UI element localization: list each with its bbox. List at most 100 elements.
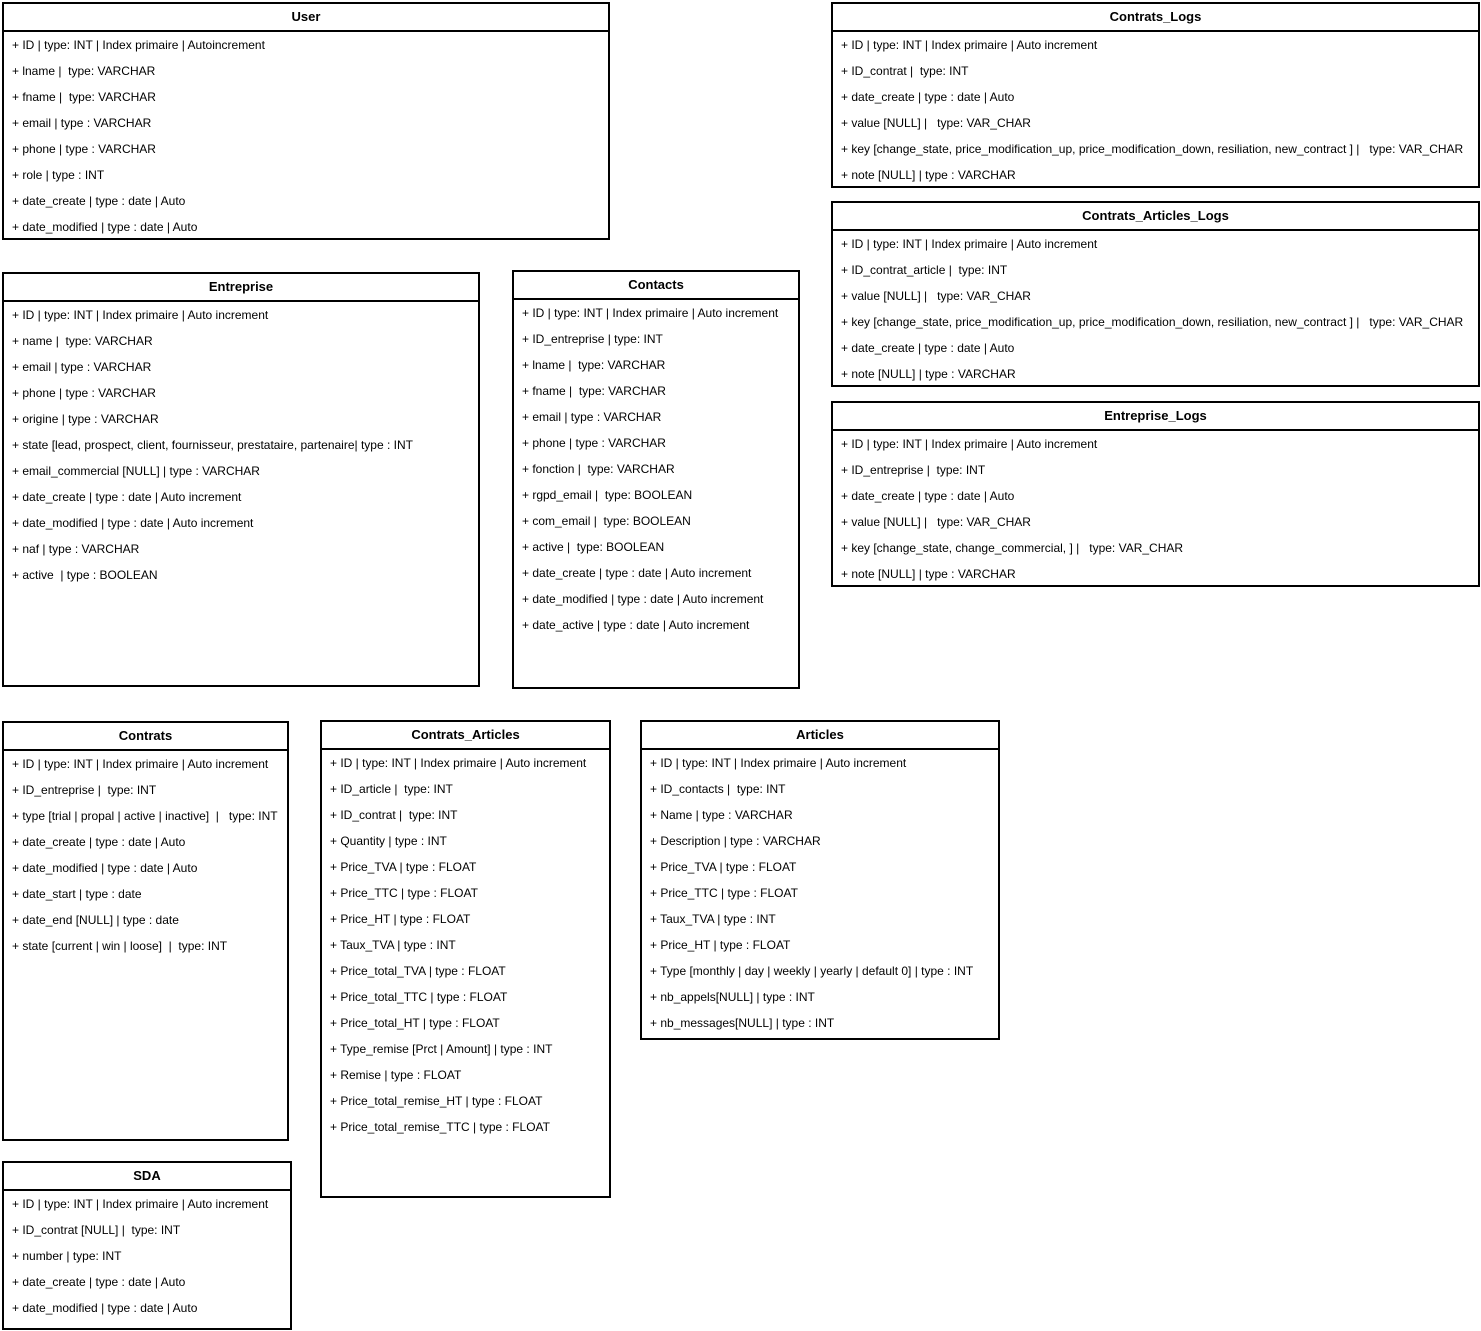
field-row: + active | type: BOOLEAN: [522, 540, 665, 554]
field-row: + ID_entreprise | type: INT: [841, 463, 986, 477]
field-row: + value [NULL] | type: VAR_CHAR: [841, 116, 1031, 130]
entity-field-list: + ID | type: INT | Index primaire | Auto…: [514, 300, 798, 638]
field-row: + date_create | type : date | Auto incre…: [12, 490, 242, 504]
entity-field-list: + ID | type: INT | Index primaire | Auto…: [322, 750, 609, 1140]
field-row: + nb_messages[NULL] | type : INT: [650, 1016, 835, 1030]
entity-field-list: + ID | type: INT | Index primaire | Auto…: [4, 32, 608, 240]
field-row: + key [change_state, price_modification_…: [841, 315, 1464, 329]
field-row: + ID_article | type: INT: [330, 782, 453, 796]
entity-field-list: + ID | type: INT | Index primaire | Auto…: [833, 431, 1478, 587]
field-row: + key [change_state, price_modification_…: [841, 142, 1464, 156]
entity-articles[interactable]: Articles+ ID | type: INT | Index primair…: [640, 720, 1000, 1040]
field-row: + Price_total_remise_HT | type : FLOAT: [330, 1094, 543, 1108]
field-row: + email | type : VARCHAR: [12, 360, 152, 374]
field-row: + role | type : INT: [12, 168, 105, 182]
field-row: + Price_TTC | type : FLOAT: [650, 886, 798, 900]
field-row: + Name | type : VARCHAR: [650, 808, 793, 822]
field-row: + date_create | type : date | Auto: [841, 489, 1015, 503]
field-row: + Price_TTC | type : FLOAT: [330, 886, 478, 900]
field-row: + ID | type: INT | Index primaire | Auto…: [841, 237, 1098, 251]
field-row: + date_create | type : date | Auto: [841, 90, 1015, 104]
entity-title: Contrats_Logs: [833, 4, 1478, 32]
field-row: + date_modified | type : date | Auto inc…: [12, 516, 254, 530]
field-row: + date_modified | type : date | Auto: [12, 1301, 198, 1315]
field-row: + Price_total_HT | type : FLOAT: [330, 1016, 500, 1030]
field-row: + phone | type : VARCHAR: [12, 386, 156, 400]
field-row: + Price_TVA | type : FLOAT: [330, 860, 477, 874]
field-row: + name | type: VARCHAR: [12, 334, 153, 348]
field-row: + Quantity | type : INT: [330, 834, 447, 848]
entity-title: Entreprise_Logs: [833, 403, 1478, 431]
field-row: + ID_contrat | type: INT: [330, 808, 458, 822]
entity-title: Contrats: [4, 723, 287, 751]
entity-contrats[interactable]: Contrats + ID | type: INT | Index primair…: [2, 721, 289, 1141]
field-row: + note [NULL] | type : VARCHAR: [841, 567, 1016, 581]
field-row: + ID_contrat | type: INT: [841, 64, 969, 78]
field-row: + value [NULL] | type: VAR_CHAR: [841, 515, 1031, 529]
field-row: + active | type : BOOLEAN: [12, 568, 158, 582]
field-row: + ID_contrat [NULL] | type: INT: [12, 1223, 181, 1237]
field-row: + Type [monthly | day | weekly | yearly …: [650, 964, 974, 978]
entity-title: Contrats_Articles: [322, 722, 609, 750]
entity-title: User: [4, 4, 608, 32]
field-row: + date_create | type : date | Auto: [12, 835, 186, 849]
field-row: + date_start | type : date: [12, 887, 142, 901]
entity-sda[interactable]: SDA+ ID | type: INT | Index primaire | A…: [2, 1161, 292, 1330]
entity-field-list: + ID | type: INT | Index primaire | Auto…: [4, 302, 478, 588]
field-row: + ID | type: INT | Index primaire | Auto…: [841, 38, 1098, 52]
entity-user[interactable]: User + ID | type: INT | Index primaire | …: [2, 2, 610, 240]
field-row: + Price_total_TVA | type : FLOAT: [330, 964, 506, 978]
field-row: + ID | type: INT | Index primaire | Auto…: [12, 757, 269, 771]
field-row: + naf | type : VARCHAR: [12, 542, 140, 556]
field-row: + date_modified | type : date | Auto inc…: [522, 592, 764, 606]
field-row: + date_modified | type : date | Auto: [12, 220, 198, 234]
field-row: + lname | type: VARCHAR: [12, 64, 156, 78]
entity-contrats-logs[interactable]: Contrats_Logs + ID | type: INT | Index pr…: [831, 2, 1480, 188]
field-row: + Price_total_TTC | type : FLOAT: [330, 990, 508, 1004]
field-row: + Taux_TVA | type : INT: [650, 912, 776, 926]
field-row: + lname | type: VARCHAR: [522, 358, 666, 372]
field-row: + note [NULL] | type : VARCHAR: [841, 168, 1016, 182]
field-row: + fname | type: VARCHAR: [12, 90, 156, 104]
field-row: + ID | type: INT | Index primaire | Auto…: [12, 308, 269, 322]
field-row: + email | type : VARCHAR: [522, 410, 662, 424]
entity-entreprise[interactable]: Entreprise + ID | type: INT | Index prima…: [2, 272, 480, 687]
field-row: + Remise | type : FLOAT: [330, 1068, 462, 1082]
field-row: + date_create | type : date | Auto: [12, 1275, 186, 1289]
field-row: + Taux_TVA | type : INT: [330, 938, 456, 952]
field-row: + state [current | win | loose] | type: …: [12, 939, 228, 953]
entity-field-list: + ID | type: INT | Index primaire | Auto…: [833, 32, 1478, 188]
field-row: + phone | type : VARCHAR: [522, 436, 666, 450]
field-row: + date_create | type : date | Auto incre…: [522, 566, 752, 580]
entity-entreprise-logs[interactable]: Entreprise_Logs+ ID | type: INT | Index …: [831, 401, 1480, 587]
entity-field-list: + ID | type: INT | Index primaire | Auto…: [642, 750, 998, 1036]
entity-contrats-articles-logs[interactable]: Contrats_Articles_Logs+ ID | type: INT |…: [831, 201, 1480, 387]
field-row: + date_active | type : date | Auto incre…: [522, 618, 750, 632]
field-row: + ID_entreprise | type: INT: [12, 783, 157, 797]
field-row: + type [trial | propal | active | inacti…: [12, 809, 278, 823]
field-row: + date_end [NULL] | type : date: [12, 913, 179, 927]
entity-title: Contacts: [514, 272, 798, 300]
entity-contacts[interactable]: Contacts+ ID | type: INT | Index primair…: [512, 270, 800, 689]
field-row: + state [lead, prospect, client, fournis…: [12, 438, 413, 452]
field-row: + Price_HT | type : FLOAT: [650, 938, 791, 952]
field-row: + ID | type: INT | Index primaire | Auto…: [330, 756, 587, 770]
field-row: + note [NULL] | type : VARCHAR: [841, 367, 1016, 381]
field-row: + rgpd_email | type: BOOLEAN: [522, 488, 693, 502]
field-row: + key [change_state, change_commercial, …: [841, 541, 1184, 555]
field-row: + ID | type: INT | Index primaire | Auto…: [12, 38, 265, 52]
field-row: + Description | type : VARCHAR: [650, 834, 821, 848]
entity-contrats-articles[interactable]: Contrats_Articles + ID | type: INT | Inde…: [320, 720, 611, 1198]
field-row: + phone | type : VARCHAR: [12, 142, 156, 156]
entity-title: Entreprise: [4, 274, 478, 302]
field-row: + ID | type: INT | Index primaire | Auto…: [12, 1197, 269, 1211]
entity-field-list: + ID | type: INT | Index primaire | Auto…: [4, 751, 287, 959]
field-row: + Price_total_remise_TTC | type : FLOAT: [330, 1120, 550, 1134]
field-row: + email_commercial [NULL] | type : VARCH…: [12, 464, 260, 478]
entity-field-list: + ID | type: INT | Index primaire | Auto…: [4, 1191, 290, 1321]
field-row: + fname | type: VARCHAR: [522, 384, 666, 398]
field-row: + ID_entreprise | type: INT: [522, 332, 663, 346]
field-row: + date_create | type : date | Auto: [841, 341, 1015, 355]
field-row: + date_create | type : date | Auto: [12, 194, 186, 208]
